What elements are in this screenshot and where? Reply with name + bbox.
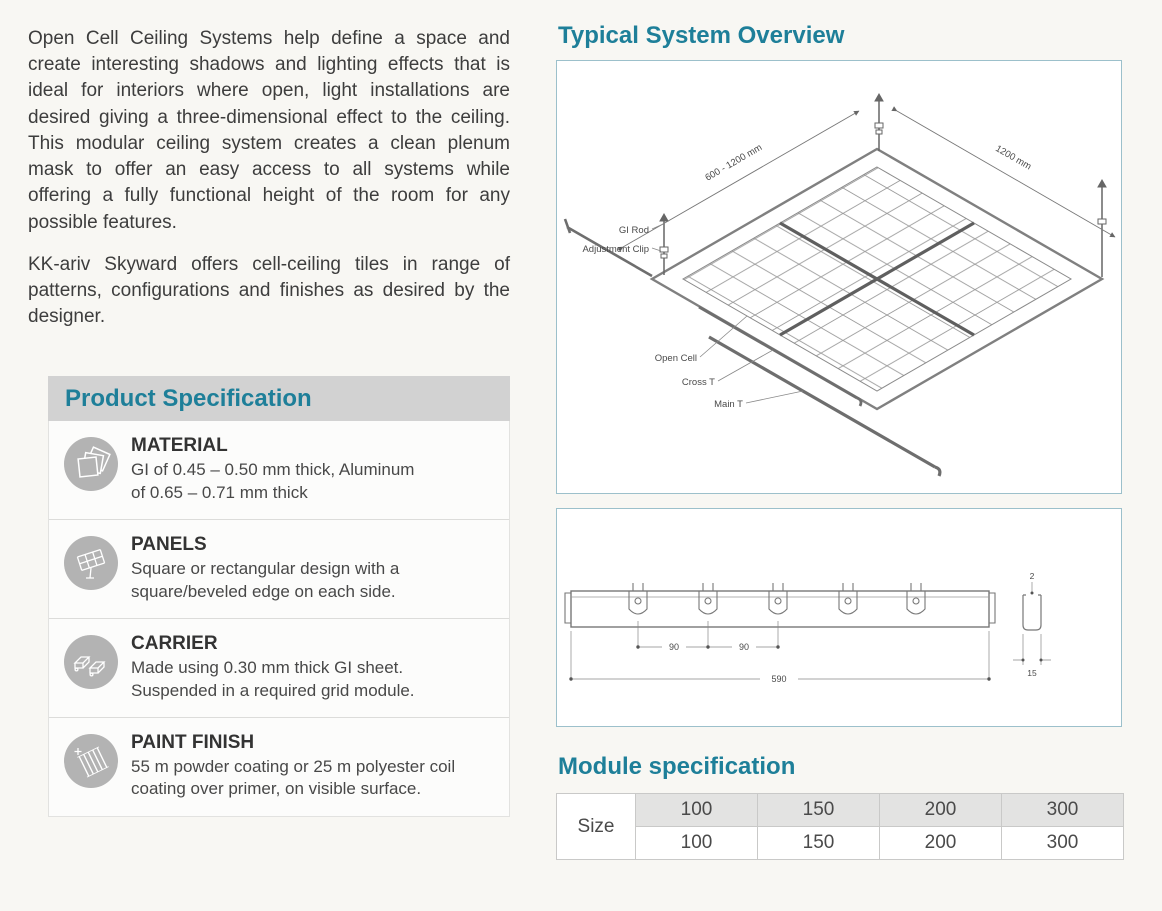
spec-item-carrier-text: CARRIER Made using 0.30 mm thick GI shee…: [131, 632, 415, 702]
module-table-value-row: 100 150 200 300: [557, 826, 1124, 860]
module-header-cell-150: 150: [757, 793, 880, 827]
module-header-cell-200: 200: [879, 793, 1002, 827]
product-specification-section: Product Specification MA: [48, 376, 510, 817]
left-column: Open Cell Ceiling Systems help define a …: [28, 22, 510, 911]
dimension-label-right: 1200 mm: [993, 143, 1033, 172]
module-table-header-row: Size 100 150 200 300: [556, 793, 1124, 860]
module-value-cell-100: 100: [635, 826, 758, 860]
paint-finish-icon: [64, 734, 118, 789]
slot-pitch-2-label: 90: [739, 642, 749, 652]
cross-t-label: Cross T: [682, 377, 715, 388]
module-specification-table: Size 100 150 200 300 100 150 200 300: [556, 793, 1124, 860]
module-header-cell-300: 300: [1001, 793, 1124, 827]
gi-rod-hanger-right: [1097, 178, 1107, 277]
main-t-rail: [708, 335, 942, 477]
hanger-slots: [628, 583, 926, 615]
spec-item-material-desc-line2: of 0.65 – 0.71 mm thick: [131, 482, 308, 502]
isometric-ceiling-drawing: 600 - 1200 mm 1200 mm GI Rod Adjustment …: [563, 92, 1116, 477]
carrier-profile-drawing: 90 90 590 2: [564, 571, 1051, 685]
module-value-cell-150: 150: [757, 826, 880, 860]
carrier-profile-icon: [64, 635, 118, 690]
product-specification-list: MATERIAL GI of 0.45 – 0.50 mm thick, Alu…: [48, 421, 510, 817]
spec-item-material-title: MATERIAL: [131, 435, 228, 457]
width-label: 15: [1027, 668, 1037, 678]
adjustment-clip-leader: [651, 247, 662, 252]
overall-length-label: 590: [771, 674, 786, 684]
spec-item-carrier: CARRIER Made using 0.30 mm thick GI shee…: [49, 618, 509, 717]
spec-item-paint-finish-desc-line1: 55 m powder coating or 25 m polyester co…: [131, 757, 456, 777]
spec-item-carrier-title: CARRIER: [131, 633, 218, 655]
dimension-line-right: [891, 106, 1116, 238]
slot-pitch-1-label: 90: [669, 642, 679, 652]
system-overview-title: Typical System Overview: [558, 22, 845, 49]
spec-item-panels: PANELS Square or rectangular design with…: [49, 519, 509, 618]
gi-rod-hanger-top: [874, 92, 884, 151]
module-header-cell-100: 100: [635, 793, 758, 827]
spec-item-panels-text: PANELS Square or rectangular design with…: [131, 533, 399, 603]
product-specification-title: Product Specification: [65, 385, 312, 413]
spec-item-carrier-desc-line1: Made using 0.30 mm thick GI sheet.: [131, 658, 404, 678]
main-t-label: Main T: [714, 399, 743, 410]
spec-item-paint-finish-desc-line2: coating over primer, on visible surface.: [131, 779, 422, 799]
intro-paragraph-2: KK-ariv Skyward offers cell-ceiling tile…: [28, 253, 510, 328]
spec-item-panels-desc-line1: Square or rectangular design with a: [131, 559, 400, 579]
carrier-profile-diagram: 90 90 590 2: [556, 508, 1122, 727]
module-value-cell-200: 200: [879, 826, 1002, 860]
cross-t-leader: [717, 349, 774, 382]
right-column: Typical System Overview: [556, 22, 1124, 911]
end-section-view: [1022, 594, 1042, 631]
dimension-label-left: 600 - 1200 mm: [703, 142, 764, 184]
thickness-label: 2: [1030, 571, 1035, 581]
adjustment-clip-label: Adjustment Clip: [582, 244, 649, 255]
spec-item-panels-title: PANELS: [131, 534, 207, 556]
dimension-line-left: [617, 110, 860, 252]
overall-length-dimension: [570, 631, 990, 680]
left-rail: [563, 218, 653, 278]
slot-pitch-dimension: [637, 621, 779, 648]
open-cell-label: Open Cell: [655, 353, 697, 364]
gi-rod-label: GI Rod: [619, 225, 649, 236]
spec-item-material-desc-line1: GI of 0.45 – 0.50 mm thick, Aluminum: [131, 460, 415, 480]
material-sheets-icon: [64, 437, 118, 492]
width-dimension: [1013, 634, 1051, 665]
module-value-cell-300: 300: [1001, 826, 1124, 860]
system-overview-diagram: 600 - 1200 mm 1200 mm GI Rod Adjustment …: [556, 60, 1122, 494]
gi-rod-leader: [651, 224, 662, 230]
spec-item-material: MATERIAL GI of 0.45 – 0.50 mm thick, Alu…: [49, 421, 509, 519]
open-cell-leader: [699, 315, 748, 358]
spec-item-paint-finish-text: PAINT FINISH 55 m powder coating or 25 m…: [131, 731, 455, 801]
spec-item-panels-desc-line2: square/beveled edge on each side.: [131, 581, 396, 601]
product-specification-header: Product Specification: [48, 376, 510, 422]
spec-item-paint-finish: PAINT FINISH 55 m powder coating or 25 m…: [49, 717, 509, 816]
module-size-label: Size: [556, 793, 636, 860]
main-t-leader: [745, 390, 804, 404]
cross-t-rail: [698, 305, 863, 407]
intro-paragraph-1: Open Cell Ceiling Systems help define a …: [28, 28, 510, 233]
module-specification-title: Module specification: [558, 753, 796, 780]
spec-item-paint-finish-title: PAINT FINISH: [131, 732, 255, 754]
panel-grid-icon: [64, 536, 118, 591]
spec-item-material-text: MATERIAL GI of 0.45 – 0.50 mm thick, Alu…: [131, 434, 414, 504]
spec-item-carrier-desc-line2: Suspended in a required grid module.: [131, 680, 415, 700]
